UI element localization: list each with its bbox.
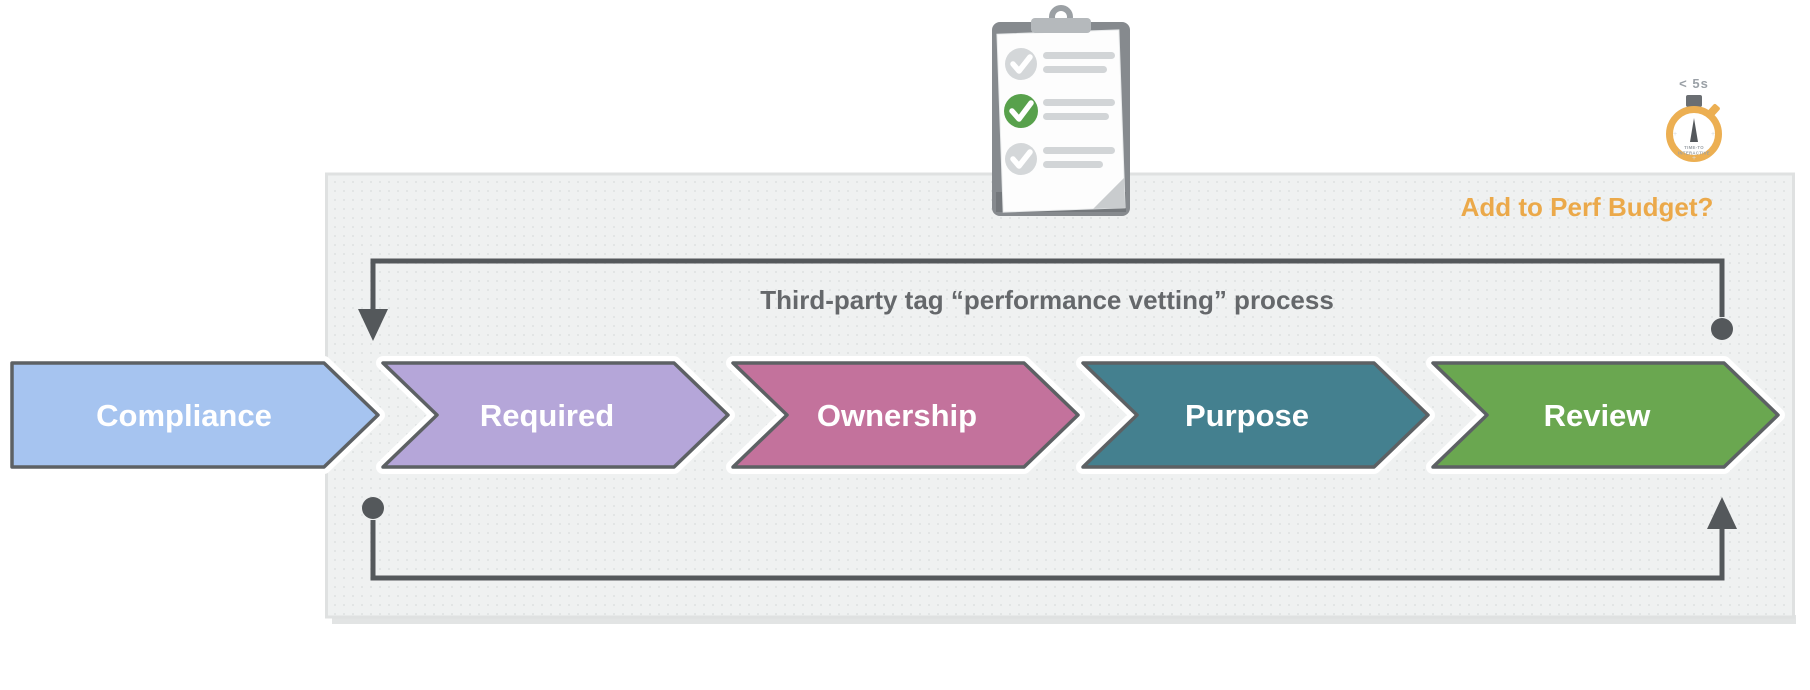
perf-budget-question: Add to Perf Budget? bbox=[1461, 192, 1714, 222]
checklist-line bbox=[1043, 161, 1103, 168]
checklist-line bbox=[1043, 99, 1115, 106]
stage-label: Ownership bbox=[817, 398, 977, 433]
loop-down-arrowhead-icon bbox=[358, 309, 388, 341]
checklist-row bbox=[1005, 48, 1115, 80]
check-circle-active-icon bbox=[1004, 94, 1038, 128]
checklist-row bbox=[1004, 94, 1115, 128]
checklist-line bbox=[1043, 52, 1115, 59]
check-circle-muted-icon bbox=[1005, 48, 1037, 80]
chevron-shape bbox=[10, 361, 380, 469]
stage-chevron-review: Review bbox=[1426, 356, 1785, 474]
stage-chevron-required: Required bbox=[376, 356, 735, 474]
checklist-line bbox=[1043, 113, 1109, 120]
chevron-shape bbox=[1431, 361, 1780, 469]
stopwatch-icon: < 5s + + + TIME-TO INTERACTIVE bbox=[1666, 76, 1722, 162]
checklist-line bbox=[1043, 147, 1115, 154]
clipboard-clip bbox=[1031, 18, 1091, 33]
dial-text-line1: TIME-TO bbox=[1684, 145, 1704, 150]
loop-bottom-line bbox=[370, 520, 1725, 581]
stage-label: Review bbox=[1544, 398, 1652, 433]
loop-arrows bbox=[358, 258, 1737, 581]
checklist-line bbox=[1043, 66, 1107, 73]
stage-chevron-ownership: Ownership bbox=[726, 356, 1085, 474]
stage-label: Required bbox=[480, 398, 614, 433]
dial-text-line2: INTERACTIVE bbox=[1678, 151, 1710, 156]
timer-threshold-label: < 5s bbox=[1679, 76, 1709, 91]
dial-tick: + bbox=[1692, 155, 1696, 162]
stage-label: Compliance bbox=[96, 398, 272, 433]
checklist-clipboard-icon bbox=[992, 5, 1130, 216]
stopwatch-crown-button bbox=[1686, 95, 1702, 107]
dial-tick: + bbox=[1673, 131, 1677, 138]
loop-top-line bbox=[370, 258, 1725, 317]
check-mark-icon bbox=[1009, 100, 1034, 122]
loop-up-arrowhead-icon bbox=[1707, 497, 1737, 529]
chevron-shape bbox=[381, 361, 730, 469]
stage-label: Purpose bbox=[1185, 398, 1309, 433]
checklist-row bbox=[1005, 143, 1115, 175]
paper-fold-corner bbox=[1093, 177, 1126, 209]
check-circle-muted-icon bbox=[1005, 143, 1037, 175]
panel-shadow bbox=[332, 615, 1796, 624]
chevron-shape bbox=[731, 361, 1080, 469]
dial-tick: + bbox=[1711, 131, 1715, 138]
check-mark-icon bbox=[1010, 149, 1033, 169]
diagram-title: Third-party tag “performance vetting” pr… bbox=[760, 285, 1334, 315]
check-mark-icon bbox=[1010, 54, 1033, 74]
stage-chevron-compliance: Compliance bbox=[5, 356, 385, 474]
loop-top-endpoint-dot bbox=[1711, 318, 1733, 340]
chevron-shape bbox=[1081, 361, 1430, 469]
stage-chevron-purpose: Purpose bbox=[1076, 356, 1435, 474]
loop-bottom-endpoint-dot bbox=[362, 497, 384, 519]
stopwatch-needle bbox=[1690, 118, 1698, 142]
